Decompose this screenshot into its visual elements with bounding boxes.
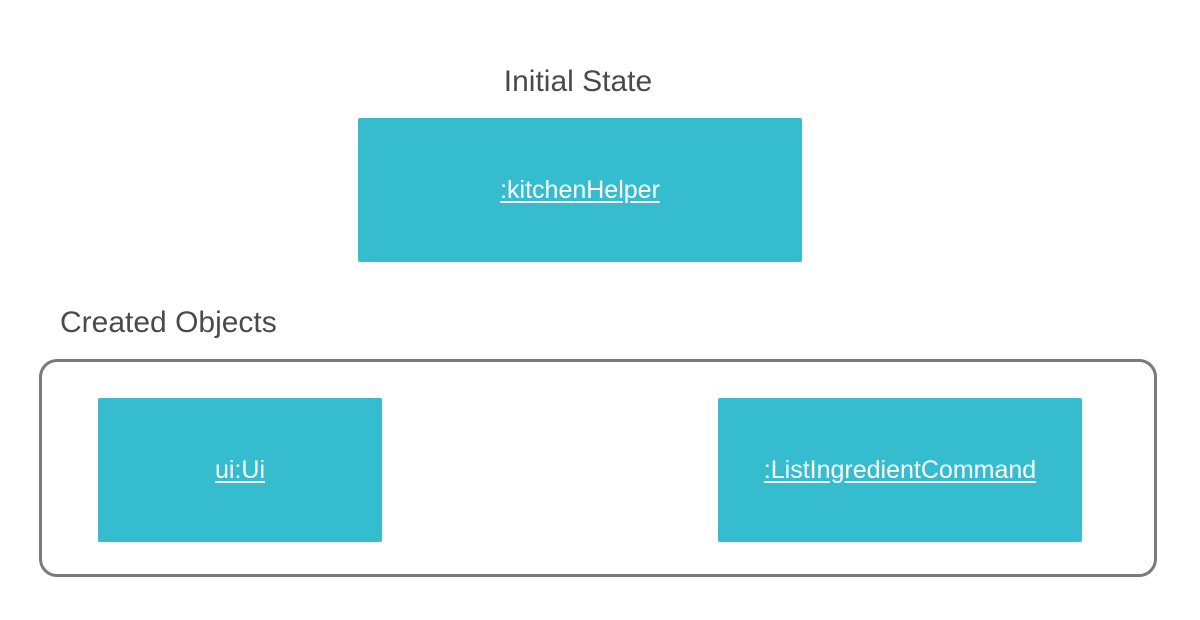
- list-ingredient-command-label: :ListIngredientCommand: [763, 455, 1037, 484]
- list-ingredient-command-object: :ListIngredientCommand: [718, 398, 1082, 542]
- ui-object: ui:Ui: [98, 398, 382, 542]
- ui-object-label: ui:Ui: [214, 455, 265, 484]
- created-objects-frame: [39, 359, 1157, 577]
- kitchen-helper-label: :kitchenHelper: [500, 175, 660, 204]
- initial-state-title: Initial State: [503, 65, 653, 98]
- created-objects-title: Created Objects: [60, 306, 277, 339]
- kitchen-helper-object: :kitchenHelper: [358, 118, 802, 262]
